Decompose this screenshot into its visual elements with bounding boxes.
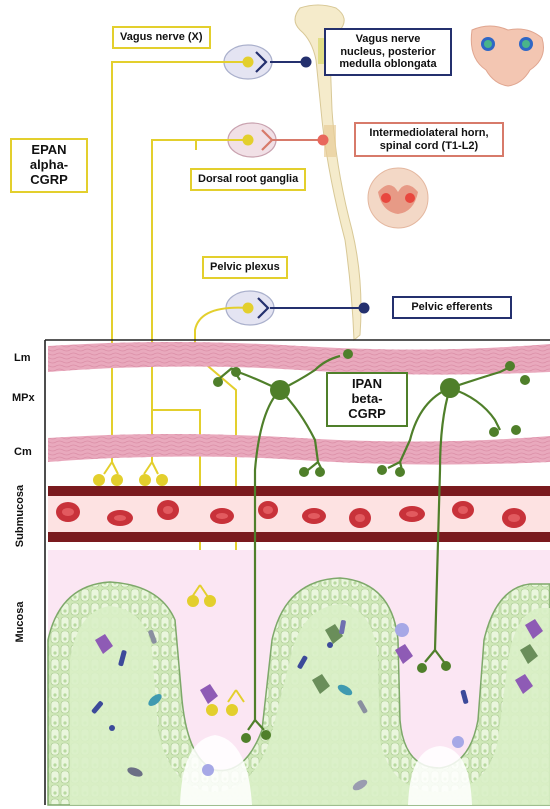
pelvic-efferent bbox=[257, 297, 370, 319]
ipan-title: IPAN bbox=[351, 376, 383, 391]
red-blood-cells bbox=[56, 500, 526, 528]
epan-title: EPAN bbox=[31, 142, 67, 157]
longitudinal-muscle-layer bbox=[48, 342, 550, 375]
ipan-terminals bbox=[213, 349, 530, 743]
vagus-nucleus-label: Vagus nerve nucleus, posterior medulla o… bbox=[324, 28, 452, 76]
layer-submucosa-label: Submucosa bbox=[14, 484, 26, 548]
circular-muscle-layer bbox=[48, 434, 550, 465]
ipan-subtitle: beta-CGRP bbox=[348, 390, 386, 421]
epan-subtitle: alpha-CGRP bbox=[29, 156, 69, 187]
spinal-cord-section-icon bbox=[367, 167, 429, 229]
vagal-efferent bbox=[255, 51, 312, 73]
lumen bbox=[408, 746, 472, 805]
intermediolateral-horn-label: Intermediolateral horn, spinal cord (T1-… bbox=[354, 122, 504, 158]
layer-mpx-label: MPx bbox=[12, 392, 35, 404]
epan-terminals bbox=[93, 461, 245, 716]
pelvic-plexus-label: Pelvic plexus bbox=[202, 256, 288, 279]
epan-label: EPAN alpha-CGRP bbox=[10, 138, 88, 193]
pelvic-efferents-label: Pelvic efferents bbox=[392, 296, 512, 319]
villi-epithelium bbox=[47, 577, 550, 806]
lumen bbox=[180, 735, 252, 805]
dorsal-root-ganglia-label: Dorsal root ganglia bbox=[190, 168, 307, 191]
ipan-label: IPAN beta-CGRP bbox=[326, 372, 408, 427]
sympathetic-efferent bbox=[261, 129, 329, 151]
enteroendocrine-cells bbox=[95, 619, 543, 776]
vagus-nerve-label: Vagus nerve (X) bbox=[112, 26, 211, 49]
brainstem-section-icon bbox=[470, 25, 544, 87]
bacteria-icons bbox=[91, 620, 469, 791]
layer-mucosa-label: Mucosa bbox=[14, 601, 26, 643]
layer-lm-label: Lm bbox=[14, 352, 31, 364]
layer-cm-label: Cm bbox=[14, 446, 32, 458]
